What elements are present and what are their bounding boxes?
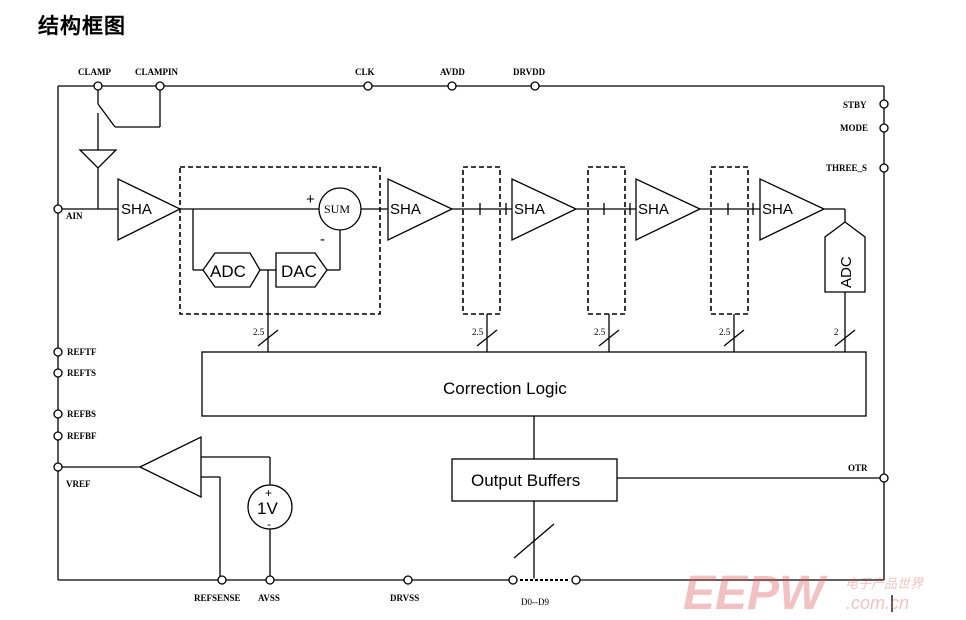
- bus-slashes: [257, 329, 856, 347]
- correction-logic-label: Correction Logic: [443, 379, 567, 398]
- final-adc-label: ADC: [838, 256, 855, 288]
- pin-label-refsense: REFSENSE: [194, 593, 241, 603]
- sha-label-5: SHA: [762, 201, 793, 218]
- bus-width-1: 2.5: [253, 327, 265, 337]
- bus-width-4: 2.5: [719, 327, 731, 337]
- pin-label-reftf: REFTF: [67, 347, 97, 357]
- pin-label-refbf: REFBF: [67, 431, 97, 441]
- outer-border: [57, 85, 885, 581]
- pin-label-ain: AIN: [66, 211, 83, 221]
- pin-label-d0-d9: D0--D9: [521, 597, 549, 607]
- adc-block: ADC: [202, 252, 261, 288]
- sha-amp-4: SHA: [635, 177, 702, 242]
- bus-width-3: 2.5: [594, 327, 606, 337]
- bus-width-2: 2.5: [472, 327, 484, 337]
- stage-box-4: [710, 166, 749, 315]
- pin-label-clk: CLK: [355, 67, 375, 77]
- pin-label-vref: VREF: [66, 479, 91, 489]
- pin-label-drvdd: DRVDD: [513, 67, 546, 77]
- pin-label-stby: STBY: [843, 100, 867, 110]
- sha-amp-5: SHA: [759, 177, 826, 242]
- output-buffers-block: Output Buffers: [451, 458, 618, 502]
- adc-label: ADC: [210, 262, 246, 281]
- sha-label-4: SHA: [638, 201, 669, 218]
- stage-box-3: [587, 166, 626, 315]
- clamp-switch: [78, 86, 161, 209]
- stage-box-2: [462, 166, 501, 315]
- dac-block: DAC: [275, 252, 328, 288]
- output-buffers-label: Output Buffers: [471, 471, 580, 490]
- svg-text:EEPW: EEPW: [683, 567, 828, 620]
- pin-label-clampin: CLAMPIN: [135, 67, 178, 77]
- page-title: 结构框图: [38, 14, 126, 38]
- correction-logic-block: Correction Logic: [201, 351, 867, 417]
- pin-label-avdd: AVDD: [440, 67, 465, 77]
- stage-box-1: [179, 166, 381, 315]
- pin-label-mode: MODE: [840, 123, 868, 133]
- vref-amplifier: [138, 435, 202, 499]
- sha-amp-3: SHA: [511, 177, 578, 242]
- pin-label-refbs: REFBS: [67, 409, 96, 419]
- sha-label-2: SHA: [390, 201, 421, 218]
- eepw-watermark-logo: EEPW 电子产品世界 .com.cn: [683, 567, 924, 620]
- sum-node: SUM: [318, 187, 362, 231]
- sum-label: SUM: [324, 202, 350, 216]
- svg-text:电子产品世界: 电子产品世界: [845, 577, 924, 592]
- ref-plus-sign: +: [265, 486, 272, 500]
- sha-label-1: SHA: [121, 201, 152, 218]
- sha-amp-2: SHA: [387, 177, 454, 242]
- sum-plus-sign: +: [306, 191, 315, 208]
- pin-label-three-s: THREE_S: [826, 163, 867, 173]
- pin-label-drvss: DRVSS: [390, 593, 419, 603]
- sha-amp-1: SHA: [117, 177, 182, 242]
- ref-voltage-label: 1V: [257, 499, 278, 518]
- pin-label-avss: AVSS: [258, 593, 280, 603]
- bus-width-5: 2: [834, 327, 839, 337]
- pin-markers: [53, 81, 889, 585]
- pin-label-clamp: CLAMP: [78, 67, 111, 77]
- pin-label-refts: REFTS: [67, 368, 96, 378]
- pin-label-otr: OTR: [848, 463, 868, 473]
- final-adc-block: ADC: [824, 221, 866, 293]
- svg-text:.com.cn: .com.cn: [846, 593, 909, 613]
- dac-label: DAC: [281, 262, 317, 281]
- reference-voltage-source: 1V: [247, 484, 293, 530]
- ref-minus-sign: -: [267, 517, 271, 531]
- sha-label-3: SHA: [514, 201, 545, 218]
- sum-minus-sign: -: [320, 231, 325, 248]
